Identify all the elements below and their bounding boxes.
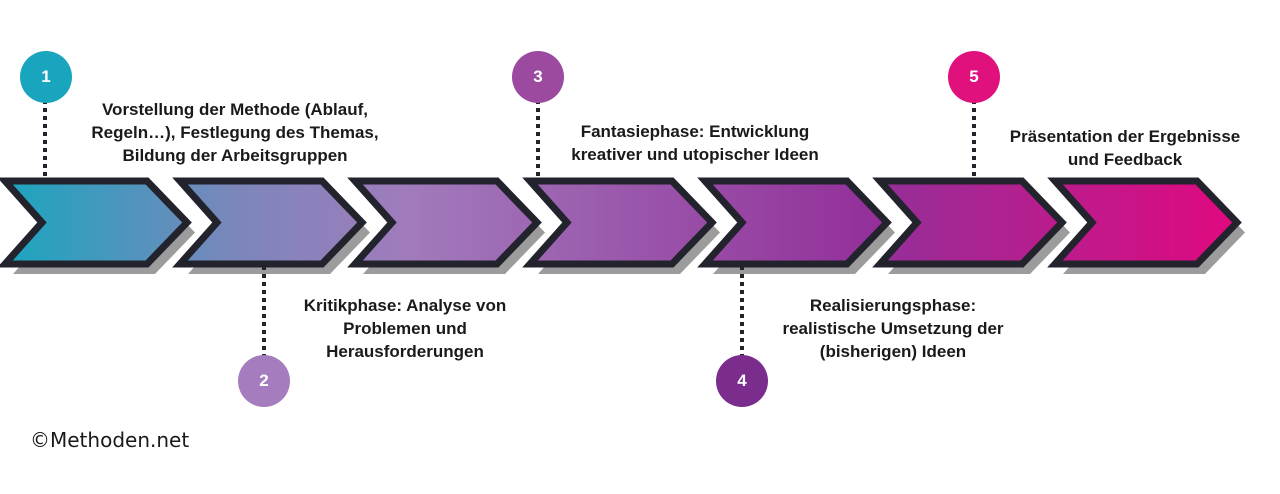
phase-1-text: Vorstellung der Methode (Ablauf, Regeln……: [91, 100, 379, 165]
copyright-notice: ©Methoden.net: [30, 428, 190, 452]
chevron-segment-2: [172, 177, 367, 268]
chevron-segment-6: [872, 177, 1067, 268]
phase-3-marker: 3: [512, 51, 564, 103]
chevron-segment-4: [522, 177, 717, 268]
phase-4-text: Realisierungsphase: realistische Umsetzu…: [782, 296, 1004, 361]
chevron-segment-7: [1047, 177, 1242, 268]
phase-3-text: Fantasiephase: Entwicklung kreativer und…: [571, 122, 819, 164]
phase-1-marker: 1: [20, 51, 72, 103]
phase-2-marker: 2: [238, 355, 290, 407]
chevron-segment-3: [347, 177, 542, 268]
chevron-segment-5: [697, 177, 892, 268]
chevron-segment-1: [0, 177, 192, 268]
phase-2-text: Kritikphase: Analyse von Problemen und H…: [303, 296, 507, 361]
phase-5-text: Präsentation der Ergebnisse und Feedback: [1009, 127, 1241, 169]
phase-5-marker: 5: [948, 51, 1000, 103]
chevron-arrow: [0, 177, 1242, 268]
connectors: [43, 100, 976, 356]
phase-4-marker: 4: [716, 355, 768, 407]
